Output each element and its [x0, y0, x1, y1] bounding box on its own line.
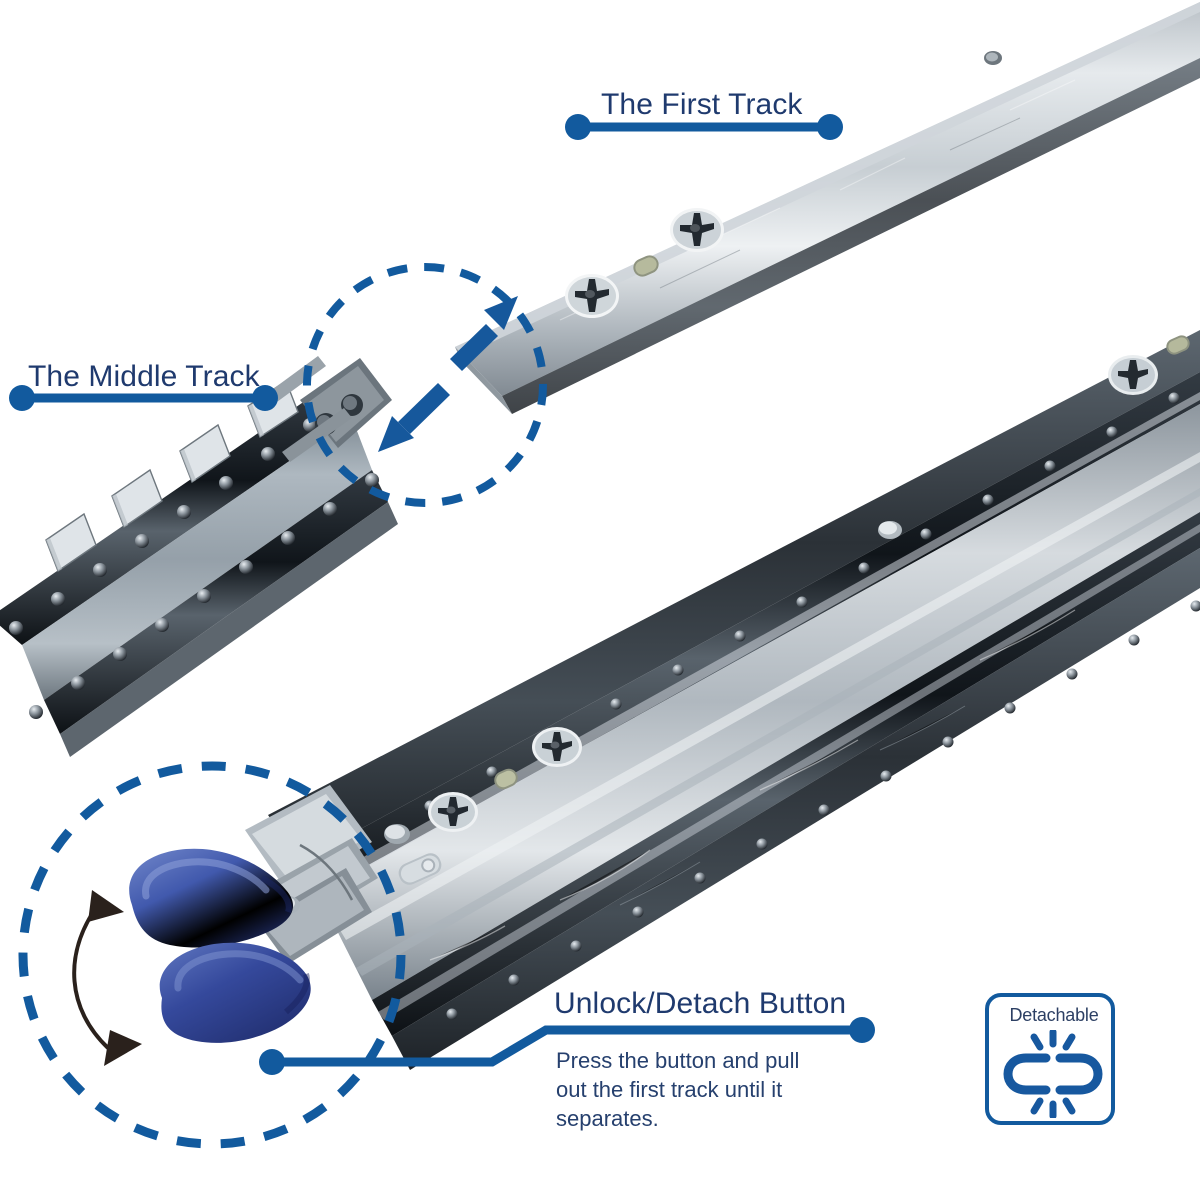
lever-rotation-arrow-icon	[72, 890, 142, 1066]
screw-hole	[565, 274, 619, 318]
main-slide-assembly	[129, 330, 1200, 1070]
first-track-rail	[455, 2, 1200, 414]
keyhole-slot	[398, 853, 442, 885]
broken-chain-icon	[1003, 1030, 1103, 1118]
release-lever-upper[interactable]	[129, 848, 294, 948]
callout-body-unlock-detach-button-line-1: Press the button and pull	[556, 1048, 800, 1073]
emboss-dot	[878, 521, 902, 539]
callout-heading-first-track: The First Track	[601, 88, 803, 121]
callout-line-middle-track	[9, 385, 278, 411]
slide-direction-arrow-icon	[378, 296, 518, 452]
callout-heading-unlock-detach-button: Unlock/Detach Button	[554, 987, 847, 1020]
callout-body-unlock-detach-button-line-3: separates.	[556, 1106, 659, 1131]
oval-slot	[494, 768, 518, 790]
screw-hole	[428, 792, 478, 832]
screw-hole	[532, 727, 582, 767]
ball-bearings	[9, 418, 379, 719]
highlight-circle-lever-zone	[18, 761, 406, 1149]
screw-hole	[670, 208, 724, 252]
callout-line-unlock-detach-button	[259, 1017, 875, 1075]
release-lever-lower[interactable]	[159, 942, 311, 1043]
detachable-badge-label: Detachable	[1009, 1005, 1099, 1025]
middle-track-rail	[0, 356, 398, 757]
screw-hole	[1108, 355, 1158, 395]
detachable-badge: Detachable	[985, 993, 1115, 1125]
oval-slot	[1166, 335, 1190, 355]
rivet-dot	[384, 824, 410, 844]
rivet-hole	[984, 51, 1002, 65]
callout-body-unlock-detach-button-line-2: out the first track until it	[556, 1077, 783, 1102]
highlight-circle-separation-zone	[303, 263, 547, 507]
callout-heading-middle-track: The Middle Track	[28, 360, 260, 393]
oval-slot	[633, 255, 659, 277]
callout-line-first-track	[565, 114, 843, 140]
